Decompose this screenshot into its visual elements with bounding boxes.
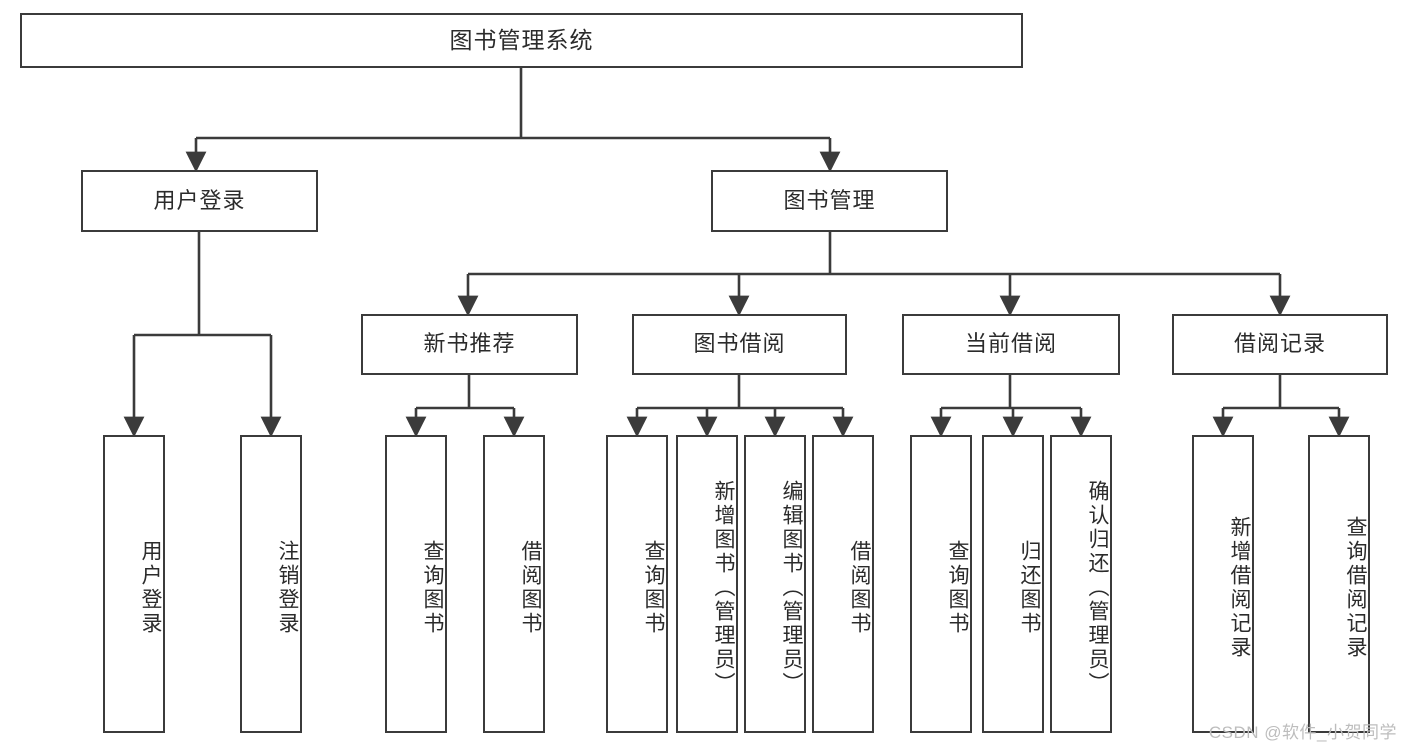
leaf-edit-book[interactable]: 编辑图书（管理员）	[744, 435, 806, 733]
node-user-login[interactable]: 用户登录	[81, 170, 318, 232]
leaf-query-book-2[interactable]: 查询图书	[606, 435, 668, 733]
node-book-manage[interactable]: 图书管理	[711, 170, 948, 232]
leaf-return-book[interactable]: 归还图书	[982, 435, 1044, 733]
node-borrow-record[interactable]: 借阅记录	[1172, 314, 1388, 375]
node-root[interactable]: 图书管理系统	[20, 13, 1023, 68]
leaf-logout-label: 注销登录	[276, 540, 299, 636]
csdn-watermark: CSDN @软件_小贺同学	[1208, 723, 1397, 742]
leaf-borrow-book-1[interactable]: 借阅图书	[483, 435, 545, 733]
leaf-user-login[interactable]: 用户登录	[103, 435, 165, 733]
leaf-query-book-1[interactable]: 查询图书	[385, 435, 447, 733]
leaf-add-book-label: 新增图书（管理员）	[712, 480, 735, 696]
leaf-borrow-book-1-label: 借阅图书	[519, 540, 542, 636]
leaf-query-book-3-label: 查询图书	[946, 540, 969, 636]
leaf-query-book-1-label: 查询图书	[421, 540, 444, 636]
node-current-borrow[interactable]: 当前借阅	[902, 314, 1120, 375]
leaf-add-record[interactable]: 新增借阅记录	[1192, 435, 1254, 733]
leaf-confirm-return-label: 确认归还（管理员）	[1086, 480, 1109, 696]
leaf-borrow-book-2-label: 借阅图书	[848, 540, 871, 636]
leaf-user-login-label: 用户登录	[139, 540, 162, 636]
leaf-query-book-3[interactable]: 查询图书	[910, 435, 972, 733]
leaf-add-book[interactable]: 新增图书（管理员）	[676, 435, 738, 733]
node-borrow-record-label: 借阅记录	[1233, 331, 1326, 357]
node-current-borrow-label: 当前借阅	[964, 331, 1057, 357]
node-new-book-recommend-label: 新书推荐	[423, 331, 516, 357]
leaf-query-book-2-label: 查询图书	[642, 540, 665, 636]
node-user-login-label: 用户登录	[153, 187, 246, 213]
leaf-edit-book-label: 编辑图书（管理员）	[780, 480, 803, 696]
node-book-borrow-label: 图书借阅	[693, 331, 786, 357]
leaf-borrow-book-2[interactable]: 借阅图书	[812, 435, 874, 733]
node-new-book-recommend[interactable]: 新书推荐	[361, 314, 578, 375]
node-root-label: 图书管理系统	[449, 26, 594, 53]
leaf-confirm-return[interactable]: 确认归还（管理员）	[1050, 435, 1112, 733]
leaf-query-record[interactable]: 查询借阅记录	[1308, 435, 1370, 733]
node-book-manage-label: 图书管理	[783, 187, 876, 213]
node-book-borrow[interactable]: 图书借阅	[632, 314, 847, 375]
leaf-query-record-label: 查询借阅记录	[1344, 516, 1367, 660]
leaf-logout[interactable]: 注销登录	[240, 435, 302, 733]
leaf-add-record-label: 新增借阅记录	[1228, 516, 1251, 660]
leaf-return-book-label: 归还图书	[1018, 540, 1041, 636]
